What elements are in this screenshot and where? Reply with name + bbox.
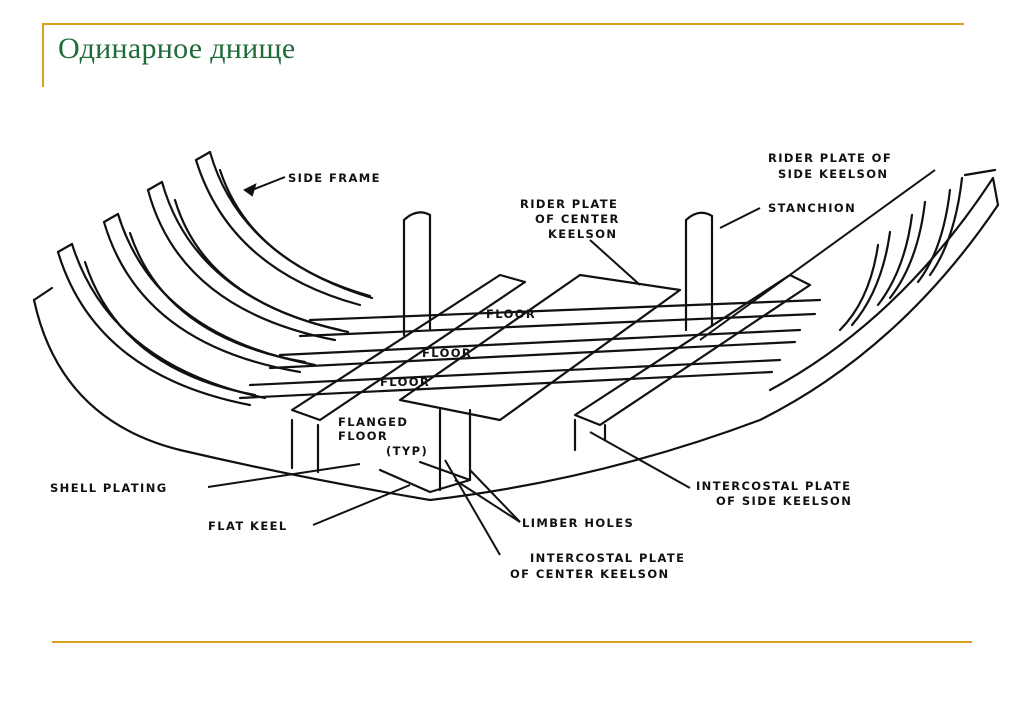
bottom-rule — [52, 641, 972, 643]
diagram-labels: SIDE FRAME RIDER PLATE OF SIDE KEELSON R… — [50, 151, 892, 581]
label-floor-1: FLOOR — [486, 307, 536, 321]
label-flanged-3: (TYP) — [386, 444, 428, 458]
label-intercostal-side-1: INTERCOSTAL PLATE — [696, 479, 851, 493]
label-rider-plate-center-1: RIDER PLATE — [520, 197, 618, 211]
left-rule — [42, 23, 44, 87]
label-shell-plating: SHELL PLATING — [50, 481, 168, 495]
label-limber-holes: LIMBER HOLES — [522, 516, 634, 530]
label-flanged-2: FLOOR — [338, 429, 388, 443]
label-floor-3: FLOOR — [380, 375, 430, 389]
label-flat-keel: FLAT KEEL — [208, 519, 288, 533]
slide-title: Одинарное днище — [58, 32, 296, 65]
label-flanged-1: FLANGED — [338, 415, 408, 429]
top-rule — [42, 23, 964, 25]
label-rider-plate-side-2: SIDE KEELSON — [778, 167, 888, 181]
leader-lines — [207, 169, 936, 556]
label-rider-plate-center-3: KEELSON — [548, 227, 617, 241]
label-rider-plate-center-2: OF CENTER — [535, 212, 620, 226]
label-side-frame: SIDE FRAME — [288, 171, 381, 185]
label-intercostal-center-2: OF CENTER KEELSON — [510, 567, 670, 581]
label-intercostal-center-1: INTERCOSTAL PLATE — [530, 551, 685, 565]
label-intercostal-side-2: OF SIDE KEELSON — [716, 494, 852, 508]
label-rider-plate-side-1: RIDER PLATE OF — [768, 151, 892, 165]
label-stanchion: STANCHION — [768, 201, 856, 215]
label-floor-2: FLOOR — [422, 346, 472, 360]
